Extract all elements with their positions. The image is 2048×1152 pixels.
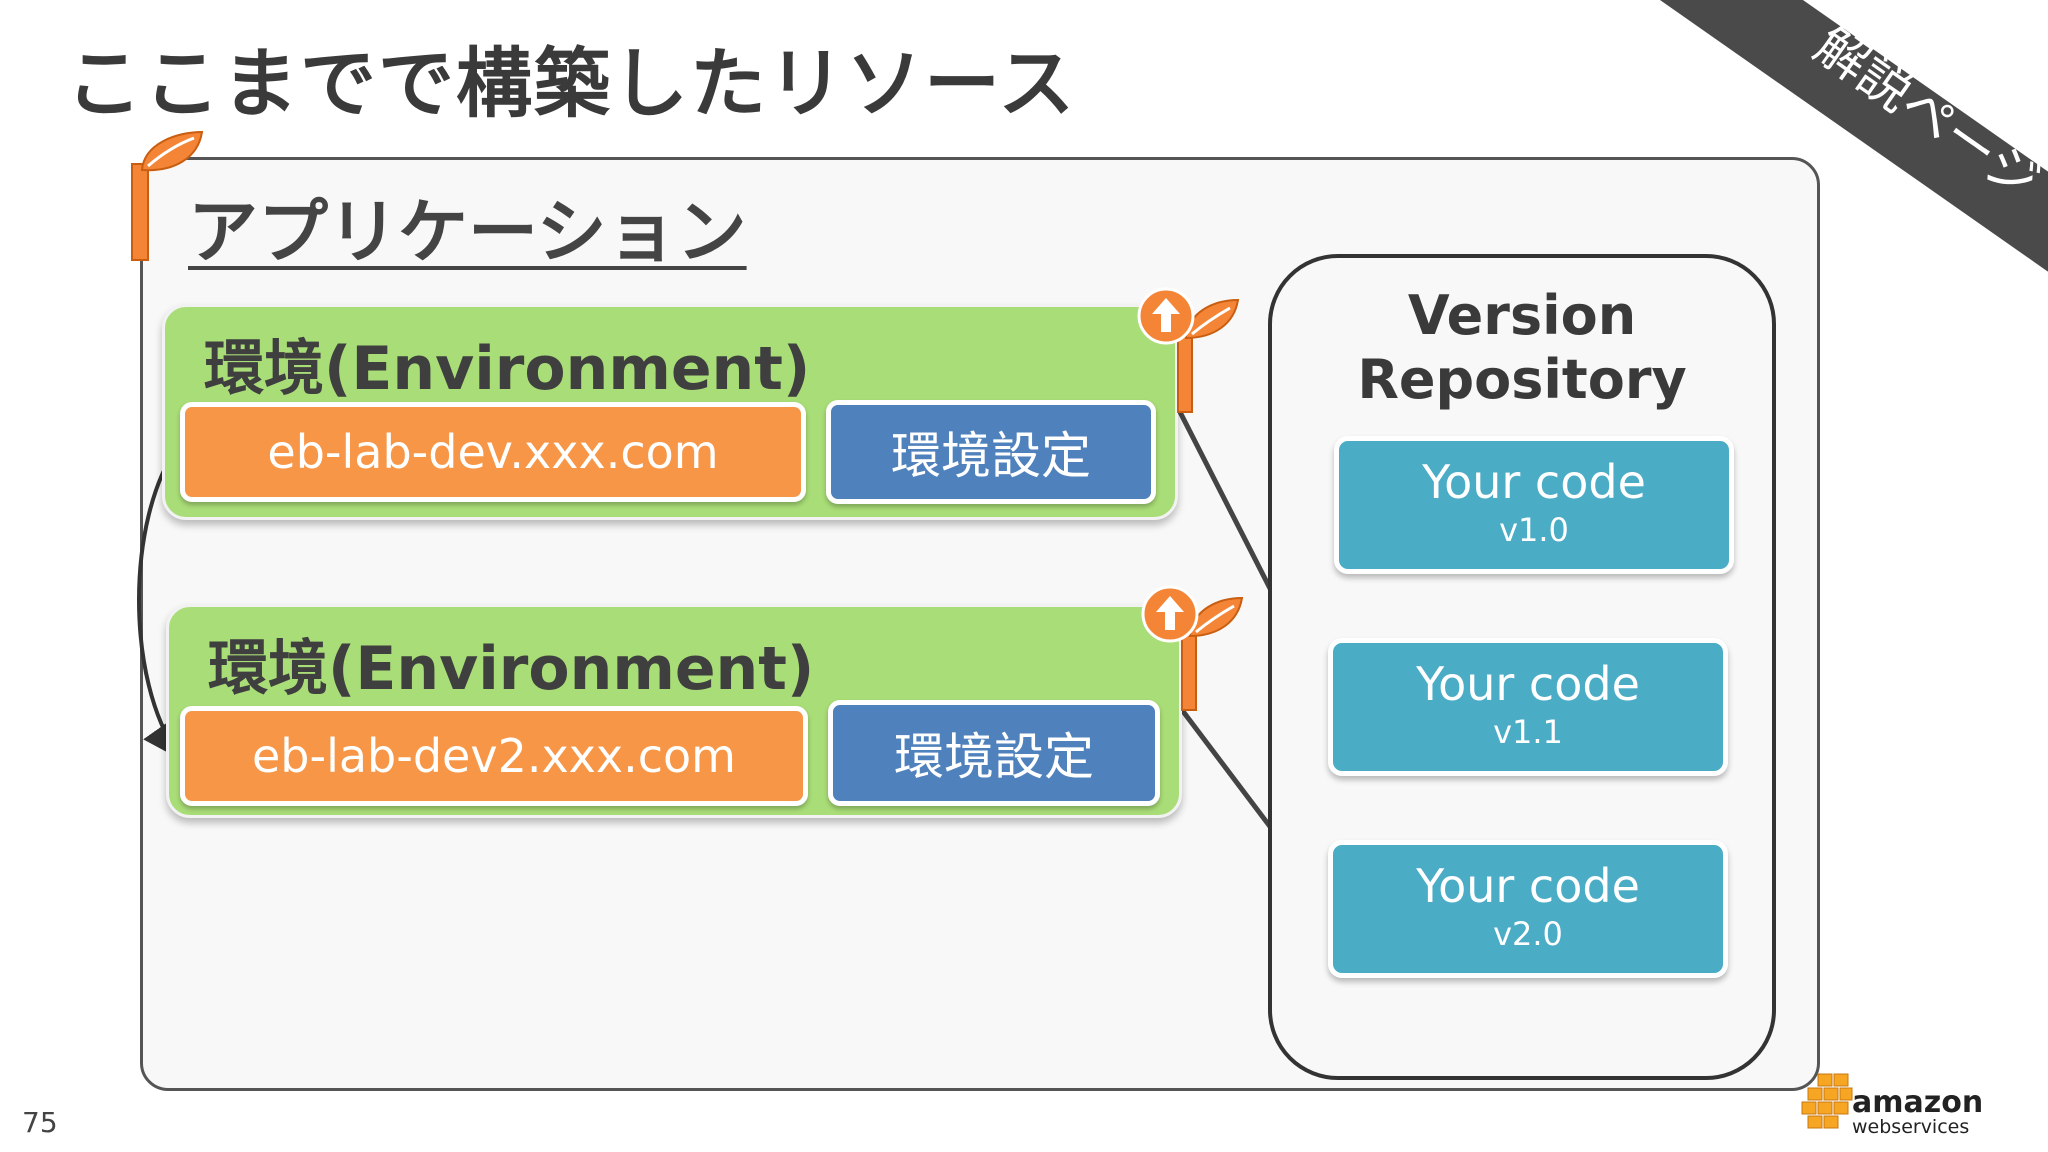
page-number: 75 — [22, 1106, 58, 1139]
code-version-3-name: Your code — [1416, 859, 1640, 913]
code-version-1: Your code v1.0 — [1334, 436, 1734, 574]
code-version-2: Your code v1.1 — [1328, 638, 1728, 776]
code-version-1-name: Your code — [1422, 455, 1646, 509]
environment-swap-arrow — [137, 408, 213, 761]
code-version-2-name: Your code — [1416, 657, 1640, 711]
code-version-3: Your code v2.0 — [1328, 840, 1728, 978]
code-version-3-version: v2.0 — [1493, 915, 1563, 953]
environment-1-url: eb-lab-dev.xxx.com — [180, 402, 806, 502]
code-version-1-version: v1.0 — [1499, 511, 1569, 549]
environment-1-beanstalk-icon — [1137, 287, 1240, 413]
beanstalk-icon — [131, 130, 204, 261]
aws-logo-sub: webservices — [1852, 1116, 1970, 1138]
code-version-2-version: v1.1 — [1493, 713, 1563, 751]
version-repository-title: Version Repository — [1268, 284, 1776, 412]
aws-logo-brand: amazon — [1852, 1085, 1984, 1120]
slide-title: ここまでで構築したリソース — [66, 39, 1077, 128]
environment-2-beanstalk-icon — [1141, 585, 1244, 711]
repository-title-line2: Repository — [1357, 348, 1687, 411]
upload-arrow-icon — [1137, 287, 1195, 345]
amazon-web-services-logo — [1801, 1073, 1853, 1129]
repository-title-line1: Version — [1407, 284, 1637, 347]
environment-2-url: eb-lab-dev2.xxx.com — [180, 706, 808, 806]
application-label: アプリケーション — [188, 191, 747, 273]
environment-2-config: 環境設定 — [828, 700, 1160, 806]
environment-2-title: 環境(Environment) — [208, 634, 815, 704]
environment-1-title: 環境(Environment) — [204, 334, 811, 404]
upload-arrow-icon — [1141, 585, 1199, 643]
environment-1-config: 環境設定 — [826, 400, 1156, 504]
